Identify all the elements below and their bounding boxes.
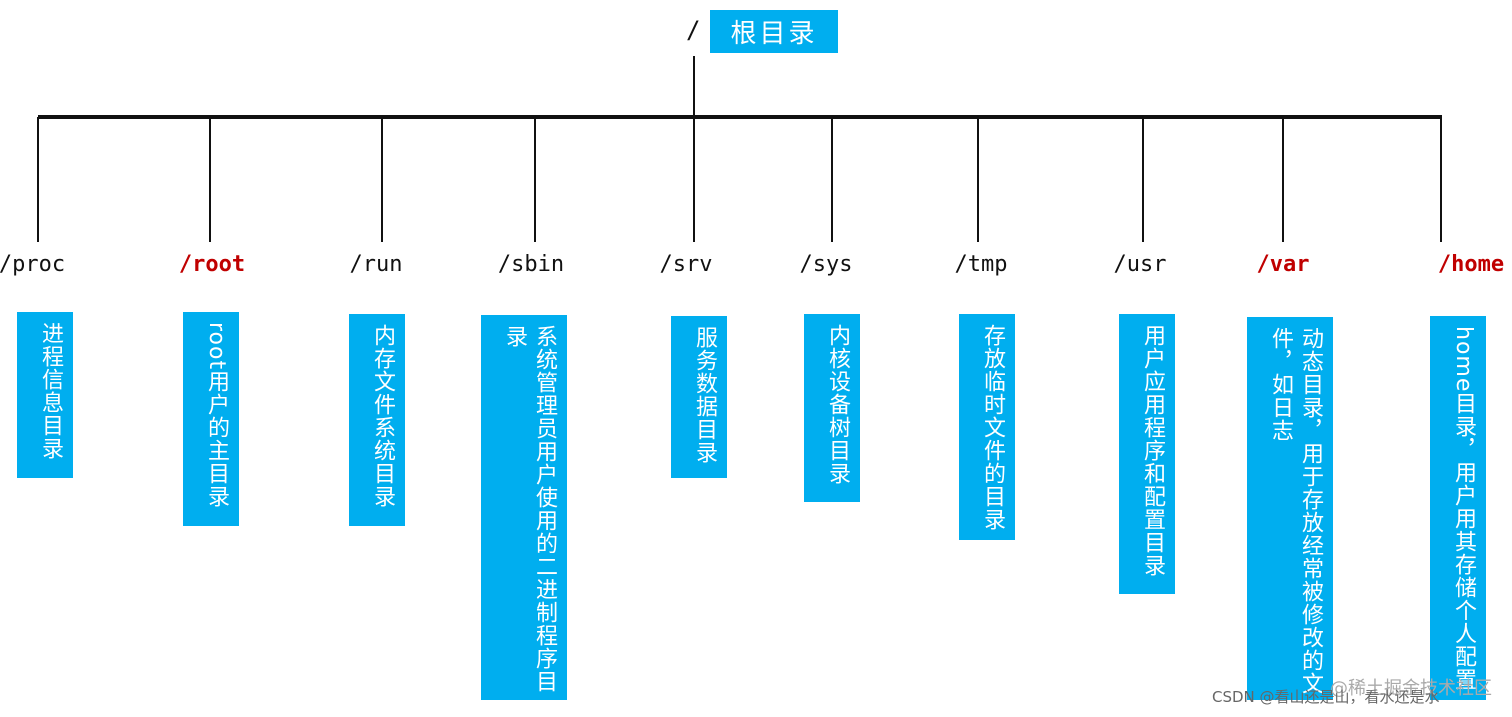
directory-description-box: home目录，用户用其存储个人配置 (1430, 316, 1486, 700)
directory-description-box: 内存文件系统目录 (349, 314, 405, 526)
directory-description: 服务数据目录 (692, 326, 717, 464)
directory-description-box: 进程信息目录 (17, 312, 73, 478)
directory-description: 用户应用程序和配置目录 (1140, 324, 1165, 577)
directory-description: 系统管理员用户使用的二进制程序目录 (502, 325, 557, 693)
directory-label: /sys (799, 252, 853, 277)
root-slash: / (686, 16, 701, 44)
watermark-secondary: @稀土掘金技术社区 (1330, 678, 1492, 699)
watermark: CSDN @看山还是山，看水还是水 (1212, 688, 1440, 706)
directory-description-box: 内核设备树目录 (804, 314, 860, 502)
directory-description-box: root用户的主目录 (183, 312, 239, 526)
directory-description: home目录，用户用其存储个人配置 (1451, 326, 1476, 692)
directory-description-box: 系统管理员用户使用的二进制程序目录 (481, 315, 567, 700)
directory-description: root用户的主目录 (204, 322, 229, 509)
directory-description: 动态目录，用于存放经常被修改的文件，如日志 (1268, 327, 1323, 695)
directory-label: /tmp (954, 252, 1008, 277)
directory-label: /run (349, 252, 403, 277)
directory-description-box: 服务数据目录 (671, 316, 727, 478)
directory-label: /root (178, 252, 246, 277)
directory-description: 存放临时文件的目录 (980, 324, 1005, 531)
root-label: 根目录 (730, 19, 818, 49)
directory-description: 内存文件系统目录 (370, 324, 395, 508)
directory-description: 进程信息目录 (38, 322, 63, 460)
directory-label: /sbin (497, 252, 565, 277)
directory-label: /srv (659, 252, 713, 277)
directory-label: /proc (0, 252, 66, 277)
directory-description-box: 存放临时文件的目录 (959, 314, 1015, 540)
directory-description-box: 用户应用程序和配置目录 (1119, 314, 1175, 594)
directory-description-box: 动态目录，用于存放经常被修改的文件，如日志 (1247, 317, 1333, 700)
directory-label: /home (1437, 252, 1505, 277)
root-label-box: 根目录 (710, 10, 838, 53)
directory-label: /usr (1113, 252, 1167, 277)
directory-label: /var (1256, 252, 1310, 277)
directory-description: 内核设备树目录 (825, 324, 850, 485)
